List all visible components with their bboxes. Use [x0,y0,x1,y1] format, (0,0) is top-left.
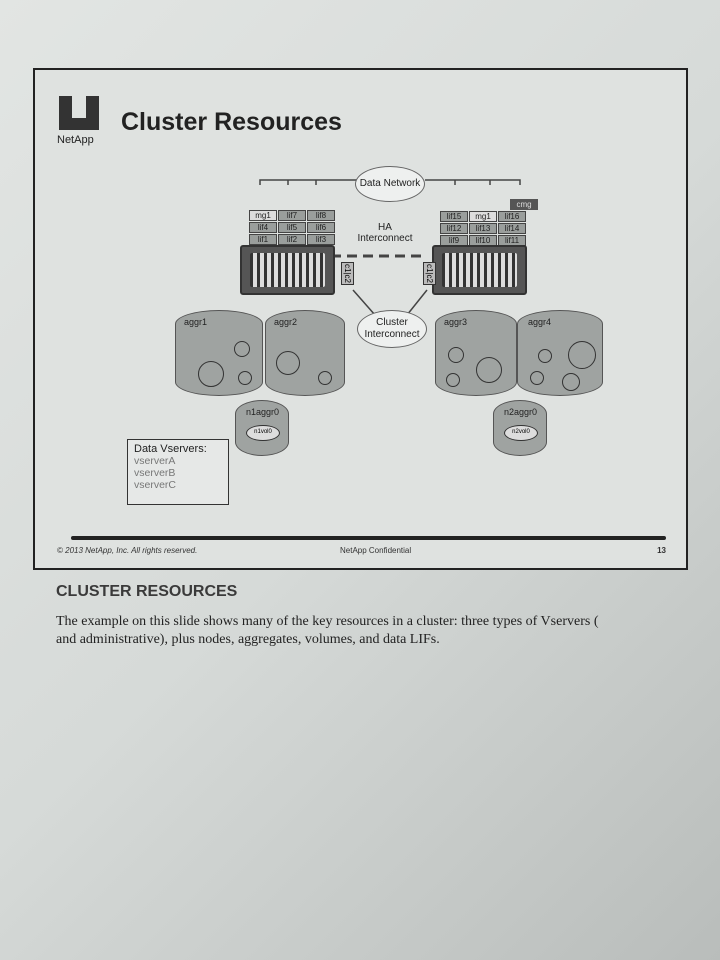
vserver: vserverC [134,479,177,491]
lif: lif4 [249,222,277,233]
lif: mg1 [469,211,497,222]
lif: lif13 [469,223,497,234]
vserver: vserverB [134,467,176,479]
lif: lif5 [278,222,306,233]
lif: lif3 [307,234,335,245]
confidential-label: NetApp Confidential [340,546,412,555]
ha-interconnect-label: HA Interconnect [357,222,413,244]
node1-ports: c1|c2 [341,262,354,285]
lif: lif16 [498,211,526,222]
lif: lif1 [249,234,277,245]
aggregate: aggr2 [265,310,345,396]
node2-ports: c1|c2 [423,262,436,285]
slide-title: Cluster Resources [121,108,342,136]
aggregate: aggr1 [175,310,263,396]
page-number: 13 [657,546,666,555]
root-aggregate: n1aggr0 n1vol0 [235,400,289,456]
notes-heading: CLUSTER RESOURCES [56,583,238,600]
node2-controller [432,245,527,295]
node1-lifs: mg1 lif7 lif8 lif4 lif5 lif6 lif1 lif2 l… [249,210,335,245]
root-aggregate: n2aggr0 n2vol0 [493,400,547,456]
lif: lif6 [307,222,335,233]
aggregate: aggr3 [435,310,517,396]
vserver: vserverA [134,455,176,467]
node2-lifs: lif15 mg1 lif16 lif12 lif13 lif14 lif9 l… [440,211,526,246]
aggregate: aggr4 [517,310,603,396]
copyright: © 2013 NetApp, Inc. All rights reserved. [57,546,198,555]
lif: lif8 [307,210,335,221]
notes-body: The example on this slide shows many of … [56,614,599,647]
lif: lif7 [278,210,306,221]
cluster-interconnect-cloud: Cluster Interconnect [357,310,427,348]
data-network-cloud: Data Network [355,166,425,202]
lif: mg1 [249,210,277,221]
connection-lines [259,179,521,316]
lif: lif12 [440,223,468,234]
lif: lif14 [498,223,526,234]
lif: lif15 [440,211,468,222]
netapp-logo [59,96,99,130]
cmg-lif: cmg [510,199,538,210]
data-vservers-box: Data Vservers: vserverA vserverB vserver… [127,439,229,505]
logo-text: NetApp [57,134,94,146]
slide: NetApp Cluster Resources Data Network HA… [33,68,688,570]
node1-controller [240,245,335,295]
lif: lif2 [278,234,306,245]
footer-rule [71,536,666,540]
